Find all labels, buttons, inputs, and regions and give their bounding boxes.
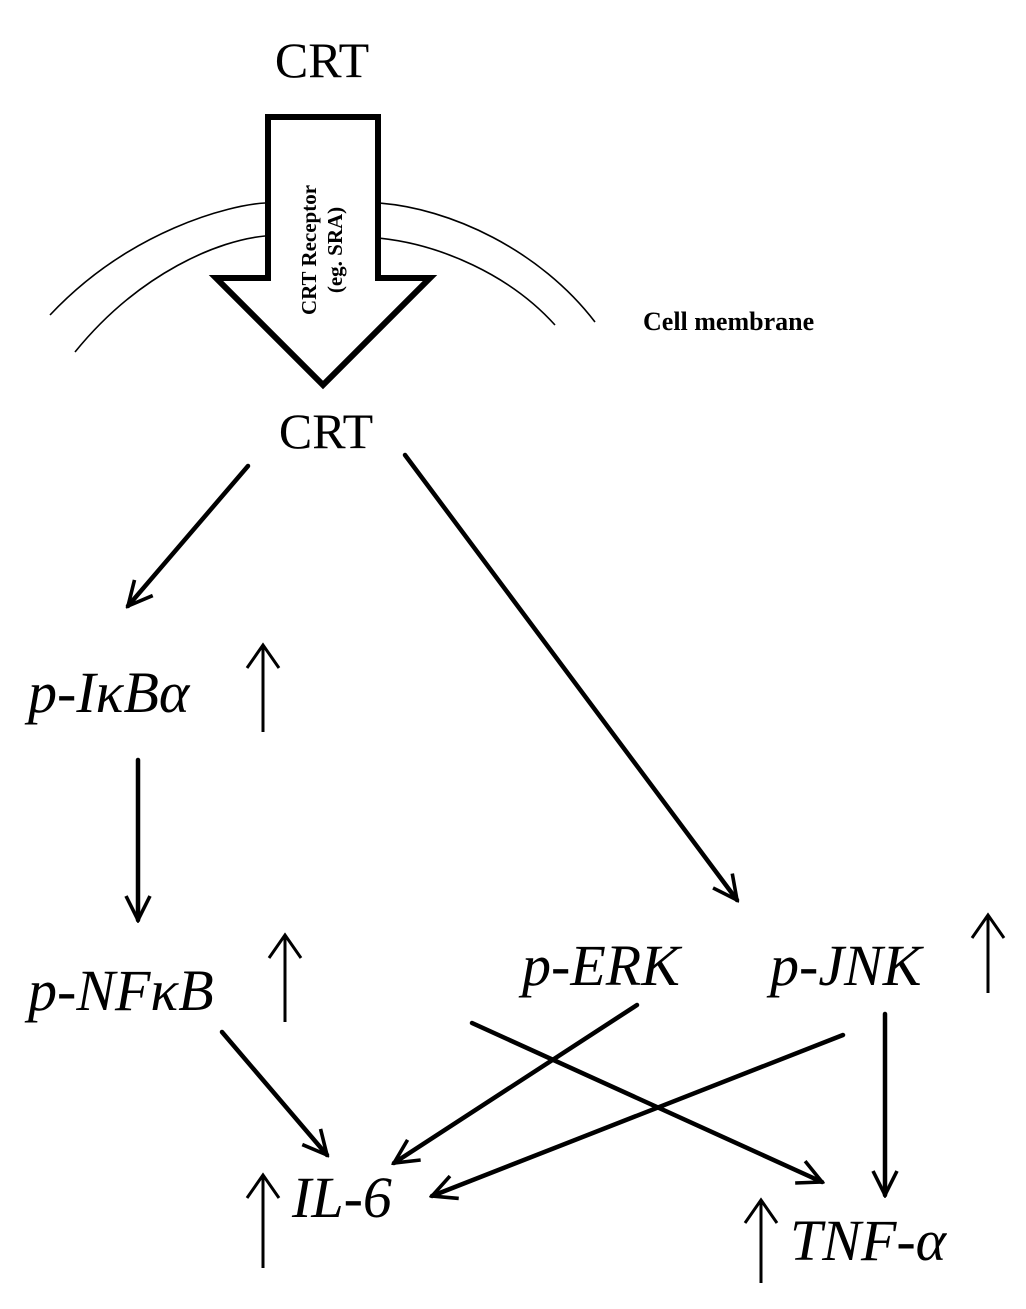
crt-receptor-arrow (208, 114, 438, 390)
up-arrow-icon-ikba (245, 642, 281, 732)
up-indicators (245, 642, 1006, 1283)
cell-membrane (49, 202, 596, 353)
pathway-edges (128, 452, 885, 1196)
cell-membrane-label: Cell membrane (643, 307, 814, 336)
edge-crt-to-p-jnk (402, 452, 737, 900)
crt-receptor-label: CRT Receptor (297, 185, 321, 315)
membrane-inner-line (74, 235, 266, 353)
membrane-outer-line (49, 202, 266, 316)
crt-receptor-example-label: (eg. SRA) (323, 207, 347, 293)
up-arrow-icon-il6 (245, 1172, 281, 1268)
p-erk-node: p-ERK (518, 933, 683, 998)
p-nfkb-node: p-NFκB (24, 958, 214, 1023)
up-arrow-icon-nfkb (267, 932, 303, 1022)
up-arrow-icon-jnk (970, 912, 1006, 993)
il-6-node: IL-6 (291, 1165, 392, 1230)
p-ikba-node: p-IκBα (24, 660, 191, 725)
crt-intracellular-label: CRT (279, 403, 373, 459)
edge-p-jnk-to-il-6 (432, 1032, 846, 1196)
edge-p-nfkb-to-il-6 (219, 1029, 327, 1155)
edge-p-erk-to-il-6 (394, 1002, 640, 1166)
crt-receptor-text: CRT Receptor (eg. SRA) (297, 185, 347, 315)
edge-crt-to-p-ikba (128, 463, 251, 606)
tnf-alpha-node: TNF-α (790, 1208, 948, 1273)
edge-p-erk-to-tnf-alpha (469, 1020, 822, 1182)
p-jnk-node: p-JNK (766, 933, 925, 998)
membrane-inner-line-right (377, 237, 556, 326)
up-arrow-icon-tnfa (743, 1197, 779, 1283)
crt-extracellular-label: CRT (275, 32, 369, 88)
membrane-outer-line-right (377, 202, 596, 323)
